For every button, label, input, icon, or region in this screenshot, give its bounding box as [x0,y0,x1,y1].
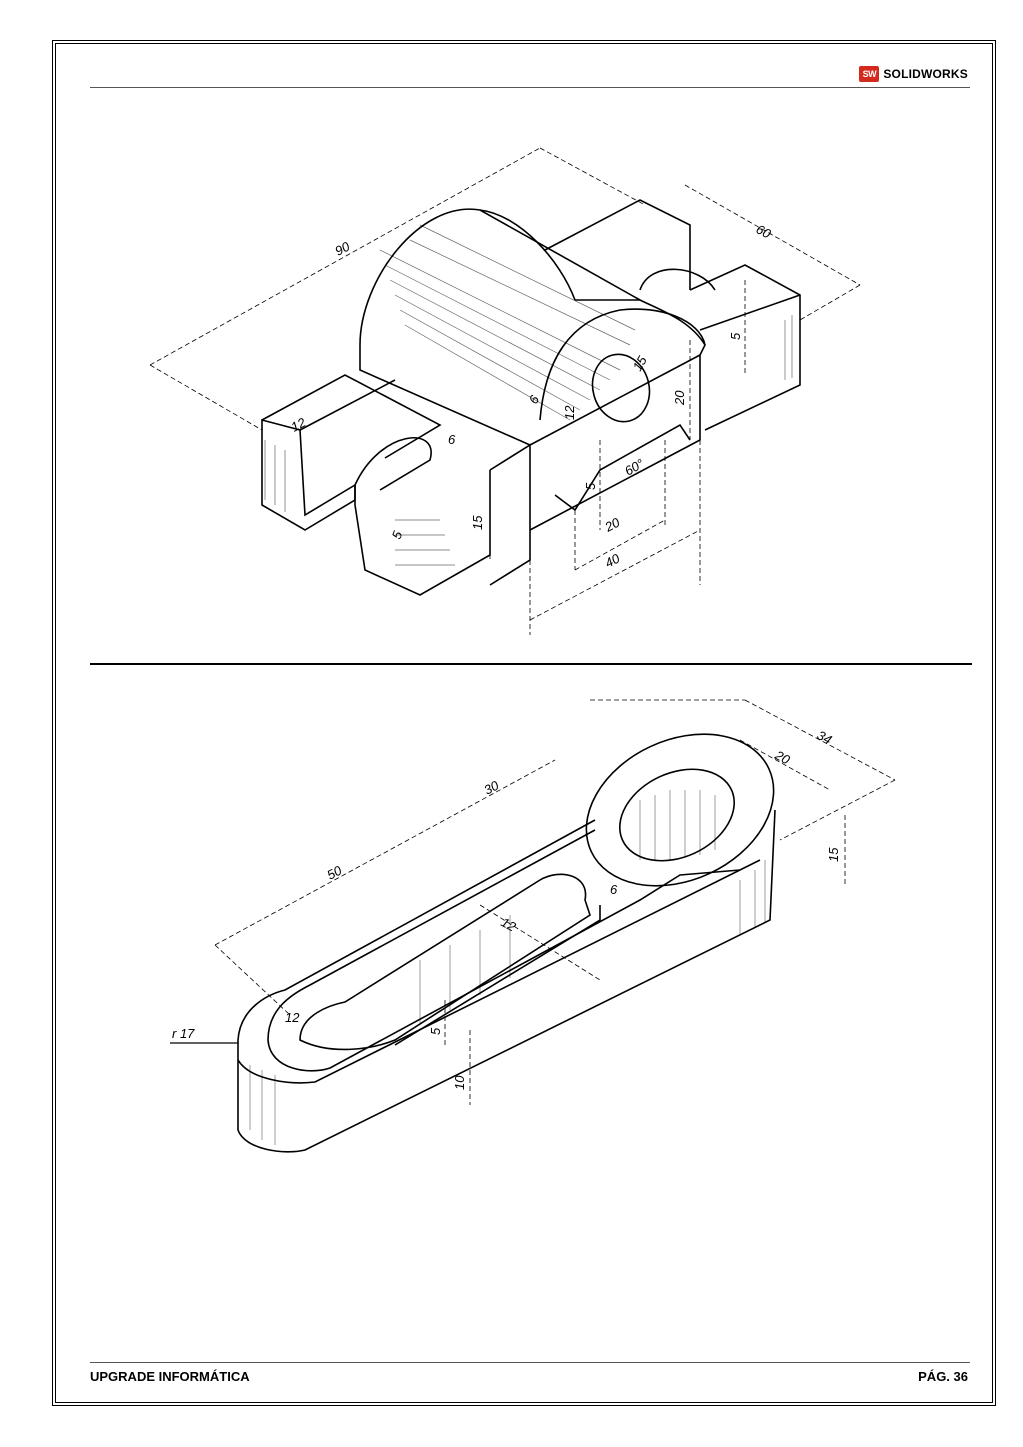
page-outer-border [52,40,996,1406]
section-divider [90,663,972,665]
solidworks-logo-icon: SW [859,66,880,82]
drawing2-dimension-labels: 34 20 15 30 50 6 12 r 17 12 5 10 [172,727,841,1090]
dim-label: 5 [583,482,598,490]
dim-label: 12 [499,914,519,934]
dim-label: 5 [728,332,743,340]
dim-label: 5 [428,1027,443,1035]
dim-label: 20 [601,514,622,535]
dim-label: 10 [452,1075,467,1090]
brand-header: SW SOLIDWORKS [859,66,968,82]
footer-company: UPGRADE INFORMÁTICA [90,1369,250,1384]
dim-label: 30 [481,777,501,797]
dim-label: 6 [610,882,618,897]
header-divider [90,87,970,88]
dim-label: r 17 [172,1026,195,1041]
brand-name: SOLIDWORKS [883,67,968,81]
dim-label: 20 [672,390,687,406]
dim-label: 15 [826,847,841,862]
page-number: PÁG. 36 [918,1369,968,1384]
dim-label: 50 [324,862,344,882]
dim-label: 12 [562,405,577,420]
dim-label: 12 [285,1010,300,1025]
dim-label: 6 [448,432,456,447]
dim-label: 34 [815,727,835,747]
dim-label: 15 [470,515,485,530]
footer-divider [90,1362,970,1363]
page-inner-border [55,43,993,1403]
dim-label: 20 [772,747,793,768]
